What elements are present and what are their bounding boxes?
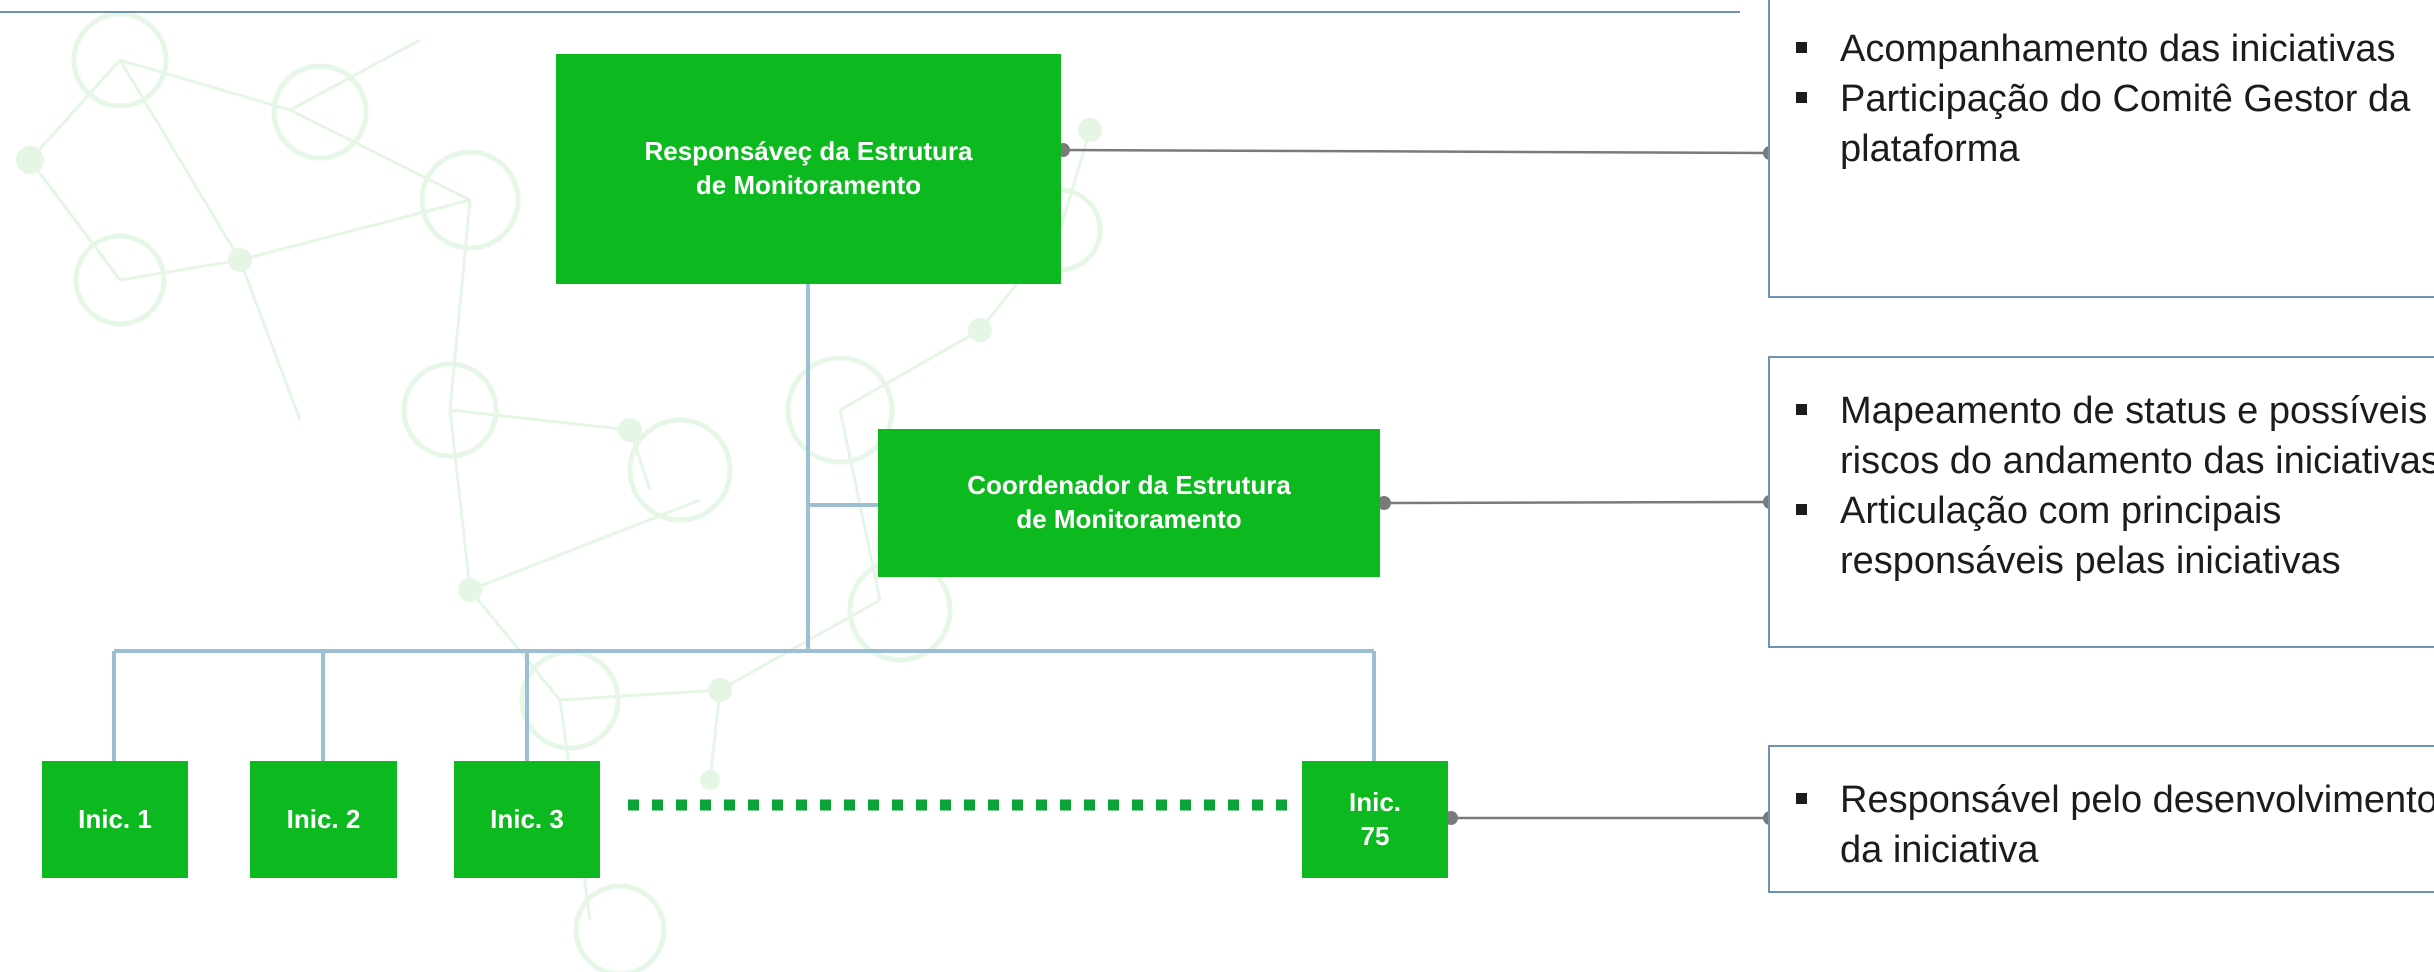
list-item-text: Articulação com principais responsáveis … <box>1840 490 2341 582</box>
coordinator-box: Coordenador da Estrutura de Monitorament… <box>878 429 1380 577</box>
bullet-square-icon <box>1796 404 1807 415</box>
initiative-responsibilities-panel: Responsável pelo desenvolvimento da inic… <box>1768 745 2434 893</box>
list-item-text: Participação do Comitê Gestor da platafo… <box>1840 78 2411 170</box>
bullet-list: Mapeamento de status e possíveis riscos … <box>1790 386 2434 586</box>
list-item-text: Mapeamento de status e possíveis riscos … <box>1840 390 2434 482</box>
initiative-box-75: Inic. 75 <box>1302 761 1448 878</box>
responsible-structure-box: Responsáveç da Estrutura de Monitorament… <box>556 54 1061 284</box>
initiative-box-1: Inic. 1 <box>42 761 188 878</box>
list-item: Acompanhamento das iniciativas <box>1790 24 2434 74</box>
bullet-square-icon <box>1796 793 1807 804</box>
bullet-list: Acompanhamento das iniciativas Participa… <box>1790 24 2434 174</box>
list-item-text: Responsável pelo desenvolvimento da inic… <box>1840 779 2434 871</box>
initiative-box-2: Inic. 2 <box>250 761 397 878</box>
list-item: Responsável pelo desenvolvimento da inic… <box>1790 775 2434 875</box>
list-item: Participação do Comitê Gestor da platafo… <box>1790 74 2434 174</box>
list-item: Articulação com principais responsáveis … <box>1790 486 2434 586</box>
hierarchy-connectors <box>112 284 1376 761</box>
background-network-nodes <box>71 11 1103 972</box>
initiative-box-3: Inic. 3 <box>454 761 600 878</box>
bullet-square-icon <box>1796 504 1807 515</box>
background-network-dots <box>16 118 1102 790</box>
top-responsibilities-panel: Acompanhamento das iniciativas Participa… <box>1768 0 2434 298</box>
coordinator-responsibilities-panel: Mapeamento de status e possíveis riscos … <box>1768 356 2434 648</box>
bullet-list: Responsável pelo desenvolvimento da inic… <box>1790 775 2434 875</box>
list-item-text: Acompanhamento das iniciativas <box>1840 28 2396 70</box>
list-item: Mapeamento de status e possíveis riscos … <box>1790 386 2434 486</box>
bullet-square-icon <box>1796 92 1807 103</box>
bullet-square-icon <box>1796 42 1807 53</box>
